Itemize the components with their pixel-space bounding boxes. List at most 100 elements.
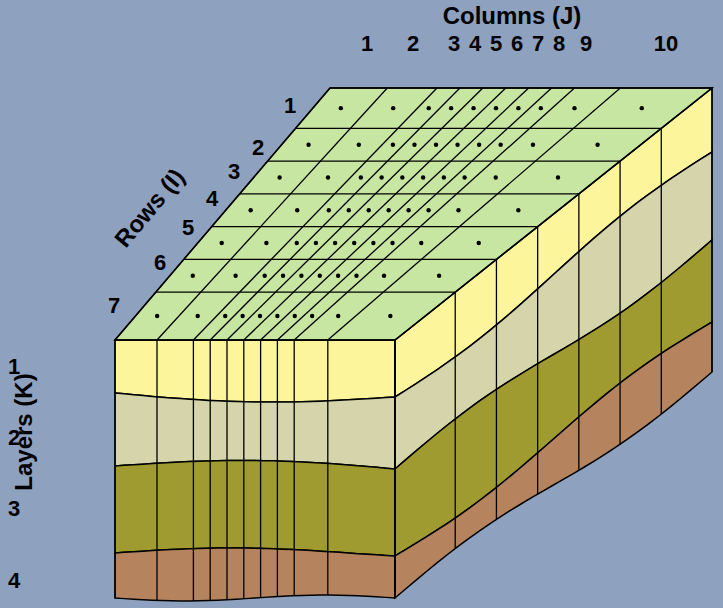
column-number: 4: [469, 33, 481, 55]
row-line: [455, 292, 456, 548]
grid-line: [261, 88, 529, 340]
grid-line: [244, 88, 506, 340]
cell-node: [434, 143, 438, 147]
grid-line: [212, 226, 538, 227]
cell-node: [516, 208, 520, 212]
layer-number: 1: [8, 356, 20, 378]
grid-line: [296, 128, 662, 129]
cell-node: [419, 241, 423, 245]
row-line: [496, 259, 497, 519]
cell-node: [386, 208, 390, 212]
cell-node: [336, 314, 340, 318]
column-line: [210, 340, 211, 601]
cell-node: [406, 208, 410, 212]
cell-node: [516, 106, 520, 110]
cell-node: [367, 208, 371, 212]
grid-line: [210, 88, 460, 340]
cell-node: [318, 274, 322, 278]
cell-node: [595, 143, 599, 147]
cell-node: [391, 106, 395, 110]
cell-node: [379, 175, 383, 179]
cell-node: [277, 175, 281, 179]
column-number: 1: [361, 33, 373, 55]
column-number: 3: [448, 33, 460, 55]
row-number: 3: [228, 161, 240, 183]
cell-node: [339, 106, 343, 110]
cell-node: [391, 143, 395, 147]
column-line: [243, 340, 244, 599]
row-line: [394, 340, 395, 598]
layer-number: 4: [8, 570, 20, 592]
row-line: [711, 88, 712, 372]
grid-line: [156, 291, 455, 292]
block: [115, 88, 712, 601]
column-line: [277, 340, 278, 597]
row-number: 6: [154, 252, 166, 274]
column-number: 10: [654, 33, 678, 55]
cell-node: [494, 106, 498, 110]
column-line: [327, 340, 328, 595]
cell-node: [275, 314, 279, 318]
cell-node: [498, 143, 502, 147]
cell-node: [295, 208, 299, 212]
axis-title: Columns (J): [443, 4, 582, 28]
column-line: [226, 340, 227, 600]
column-number: 2: [407, 33, 419, 55]
cell-node: [442, 175, 446, 179]
layer-number: 2: [8, 427, 20, 449]
cell-node: [539, 106, 543, 110]
cell-node: [359, 175, 363, 179]
cell-node: [262, 274, 266, 278]
cell-node: [248, 208, 252, 212]
row-line: [619, 161, 620, 444]
cell-node: [347, 208, 351, 212]
cell-node: [264, 241, 268, 245]
cell-node: [258, 314, 262, 318]
row-number: 2: [252, 137, 264, 159]
cell-node: [462, 175, 466, 179]
cell-node: [477, 143, 481, 147]
grid-line: [157, 88, 387, 340]
grid-line: [328, 88, 621, 340]
layer-number: 3: [8, 498, 20, 520]
column-line: [193, 340, 194, 601]
column-line: [156, 340, 157, 600]
grid-line: [193, 88, 437, 340]
row-number: 5: [182, 217, 194, 239]
cell-node: [494, 175, 498, 179]
cell-node: [531, 143, 535, 147]
grid-line: [240, 193, 579, 194]
cell-node: [327, 208, 331, 212]
cell-node: [382, 274, 386, 278]
cell-node: [240, 314, 244, 318]
cell-node: [306, 143, 310, 147]
cell-node: [310, 314, 314, 318]
cell-node: [293, 314, 297, 318]
axis-title: Rows (I): [111, 165, 189, 252]
cell-node: [640, 106, 644, 110]
grid-line: [330, 87, 712, 88]
cell-node: [456, 208, 460, 212]
cell-node: [352, 241, 356, 245]
column-number: 6: [511, 33, 523, 55]
cell-node: [449, 106, 453, 110]
column-line: [394, 340, 395, 598]
grid-line: [184, 259, 497, 260]
cell-node: [281, 274, 285, 278]
column-number: 7: [532, 33, 544, 55]
column-line: [114, 340, 115, 598]
cell-node: [477, 241, 481, 245]
grid-line: [395, 88, 712, 340]
row-number: 7: [108, 295, 120, 317]
grid-line: [277, 88, 551, 340]
cell-node: [354, 274, 358, 278]
cell-node: [299, 274, 303, 278]
cell-node: [155, 314, 159, 318]
grid-line: [115, 339, 395, 340]
grid-line: [227, 88, 483, 340]
cell-node: [400, 175, 404, 179]
column-number: 5: [490, 33, 502, 55]
row-line: [537, 227, 538, 495]
cell-node: [437, 274, 441, 278]
cell-node: [326, 175, 330, 179]
